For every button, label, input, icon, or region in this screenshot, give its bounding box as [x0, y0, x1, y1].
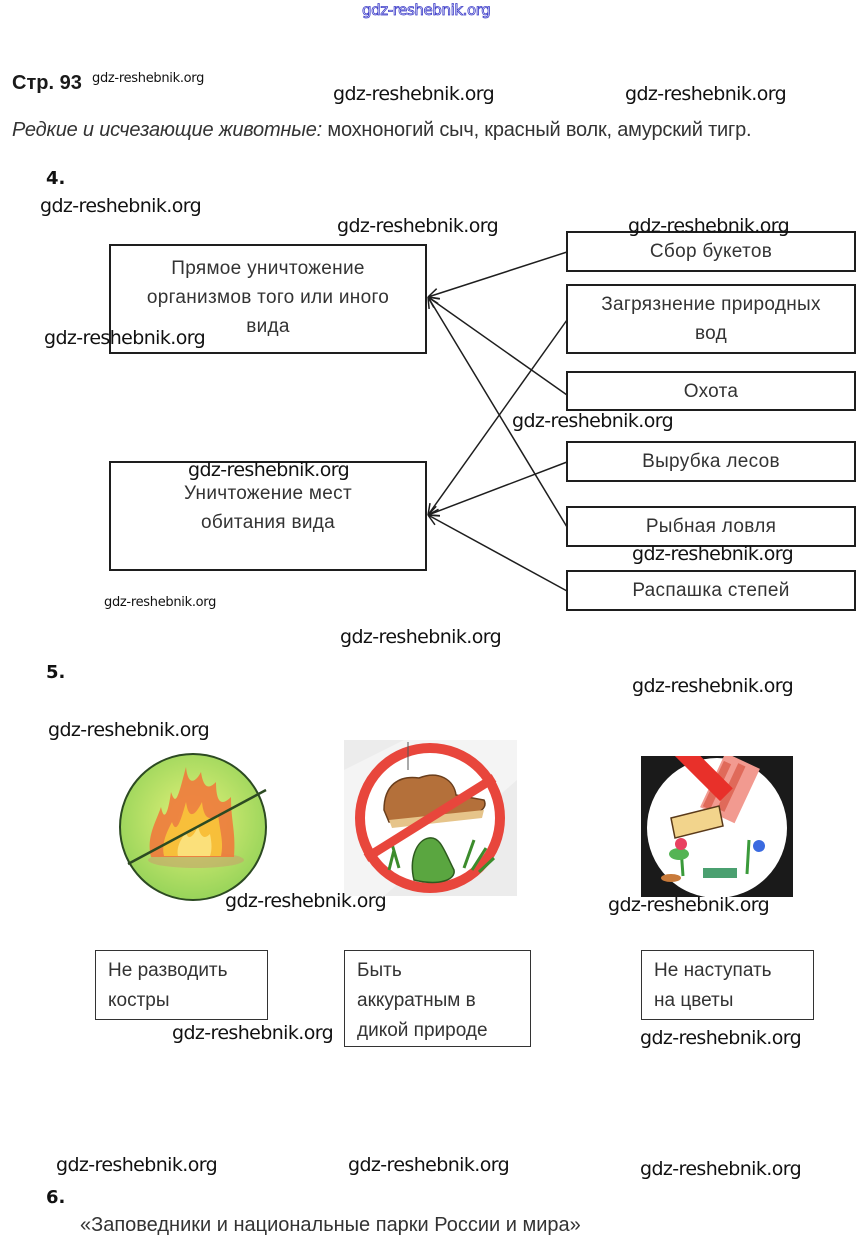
arrowhead [427, 296, 440, 300]
arrowhead [427, 288, 438, 298]
factor-label: Распашка степей [632, 580, 790, 601]
factor-label: Сбор букетов [649, 241, 773, 262]
factor-logging: Вырубка лесов [566, 441, 856, 482]
watermark: gdz-reshebnik.org [512, 410, 674, 432]
factor-hunting: Охота [566, 371, 856, 411]
watermark: gdz-reshebnik.org [640, 1027, 802, 1049]
factor-label-line: Загрязнение природных [601, 294, 821, 315]
watermark: gdz-reshebnik.org [628, 215, 790, 237]
watermark: gdz-reshebnik.org [625, 83, 787, 105]
watermark: gdz-reshebnik.org [640, 1158, 802, 1180]
arrowhead [427, 508, 439, 516]
rule-no-campfires: Не разводить костры [95, 950, 268, 1020]
watermark: gdz-reshebnik.org [188, 459, 350, 481]
watermark: gdz-reshebnik.org [92, 71, 205, 86]
rule-line: дикой природе [357, 1020, 488, 1041]
watermark: gdz-reshebnik.org [340, 626, 502, 648]
rule-line: на цветы [654, 990, 734, 1011]
connection-line [427, 461, 568, 516]
arrowhead [427, 296, 440, 300]
category-habitat-destruction: Уничтожение мест обитания вида [109, 461, 427, 571]
rule-line: Не наступать [654, 960, 772, 981]
factor-plowing-steppes: Распашка степей [566, 570, 856, 611]
task-4-number: 4. [46, 168, 66, 189]
connection-line [427, 296, 568, 396]
factor-fishing: Рыбная ловля [566, 506, 856, 547]
arrowhead [427, 503, 431, 516]
factor-label: Охота [683, 380, 739, 402]
watermark: gdz-reshebnik.org [104, 595, 217, 610]
category-label-line: организмов того или иного [146, 287, 390, 308]
arrowhead [427, 514, 441, 517]
watermark: gdz-reshebnik.org [44, 327, 206, 349]
connection-line [427, 251, 568, 298]
arrowhead [427, 296, 439, 305]
watermark: gdz-reshebnik.org [337, 215, 499, 237]
intro-animals: мохноногий сыч, красный волк, амурский т… [322, 119, 752, 141]
watermark: gdz-reshebnik.org [608, 894, 770, 916]
category-direct-destruction: Прямое уничтожение организмов того или и… [109, 244, 427, 354]
category-label-line: вида [246, 316, 290, 337]
rule-line: аккуратным в [357, 990, 476, 1011]
arrowhead [427, 296, 430, 310]
factor-label: Рыбная ловля [645, 516, 777, 537]
arrowhead [427, 296, 435, 308]
watermark: gdz-reshebnik.org [632, 675, 794, 697]
watermark: gdz-reshebnik.org [48, 719, 210, 741]
category-label-line: Уничтожение мест [184, 483, 352, 504]
arrowhead [427, 514, 441, 517]
watermark: gdz-reshebnik.org [40, 195, 202, 217]
rule-no-trampling-flowers: Не наступать на цветы [641, 950, 814, 1020]
rule-line: Быть [357, 960, 402, 981]
task-6-number: 6. [46, 1187, 66, 1208]
intro-line: Редкие и исчезающие животные: мохноногий… [12, 119, 752, 142]
watermark: gdz-reshebnik.org [225, 890, 387, 912]
arrowhead [427, 505, 437, 516]
category-label-line: обитания вида [200, 512, 336, 533]
category-label-line: Прямое уничтожение [171, 258, 365, 279]
rule-be-careful: Быть аккуратным в дикой природе [344, 950, 531, 1047]
watermark: gdz-reshebnik.org [632, 543, 794, 565]
rule-line: костры [108, 990, 170, 1011]
task-6-topic: «Заповедники и национальные парки России… [80, 1214, 581, 1236]
arrowhead [427, 514, 436, 526]
factor-water-pollution: Загрязнение природных вод [566, 284, 856, 354]
watermark-top: gdz-reshebnik.org [362, 1, 492, 19]
task-5-number: 5. [46, 662, 66, 683]
no-harm-frog-sign-picture [344, 740, 517, 896]
rule-line: Не разводить [108, 960, 228, 981]
page-heading: Стр. 93 [12, 72, 82, 94]
connection-line [427, 514, 568, 592]
watermark: gdz-reshebnik.org [56, 1154, 218, 1176]
watermark: gdz-reshebnik.org [172, 1022, 334, 1044]
intro-label: Редкие и исчезающие животные: [12, 119, 323, 141]
factor-bouquets: Сбор букетов [566, 231, 856, 272]
watermark: gdz-reshebnik.org [348, 1154, 510, 1176]
no-campfire-sign-picture [119, 753, 267, 901]
watermark: gdz-reshebnik.org [333, 83, 495, 105]
no-trample-flowers-sign-picture [641, 756, 793, 897]
factor-label-line: вод [694, 323, 728, 344]
factor-label: Вырубка лесов [642, 451, 780, 472]
